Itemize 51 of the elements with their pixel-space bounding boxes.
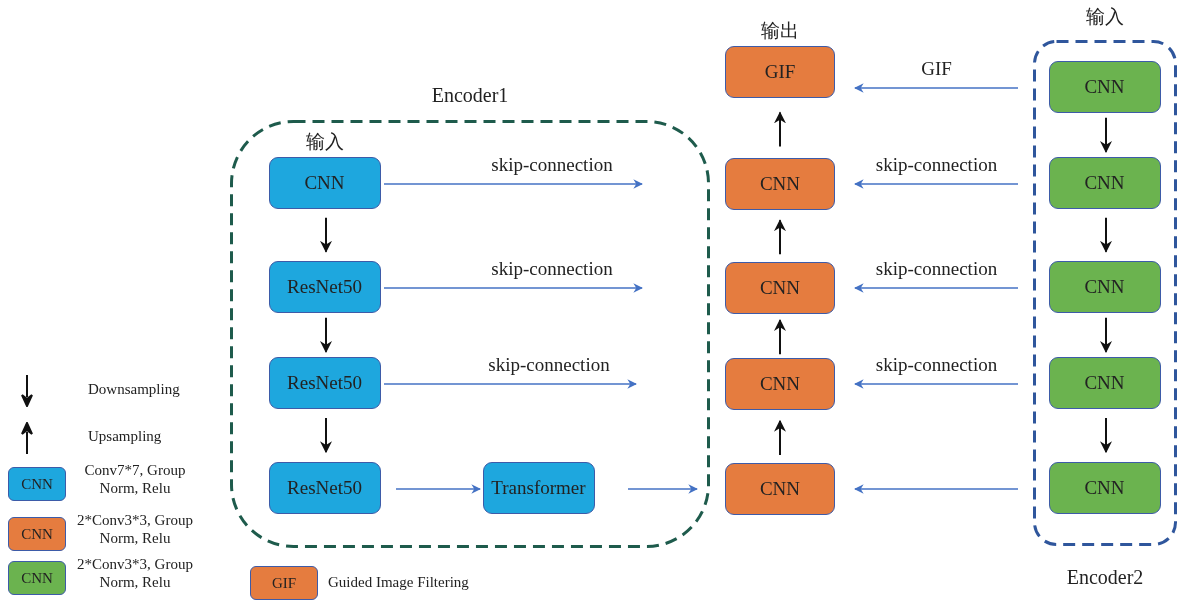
process-box: ResNet50 (268, 356, 381, 409)
io-label: 输入 (1085, 5, 1125, 29)
group-title: Encoder1 (430, 84, 510, 107)
process-box: Transformer (482, 461, 595, 514)
io-label: 输入 (304, 129, 345, 154)
process-box: CNN (1048, 156, 1161, 209)
process-box: CNN (725, 158, 835, 210)
legend-text: Upsampling (88, 428, 162, 445)
arrow (320, 216, 332, 253)
arrow (320, 316, 332, 354)
arrow (383, 379, 637, 389)
arrow (774, 111, 786, 148)
arrow (854, 379, 1019, 389)
arrow (320, 417, 332, 454)
process-box: ResNet50 (268, 461, 381, 514)
legend-swatch: GIF (250, 566, 318, 600)
legend-text: Downsampling (88, 381, 180, 398)
arrow (383, 179, 643, 189)
arrow (854, 83, 1019, 93)
legend-text: Conv7*7, Group Norm, Relu (83, 461, 187, 497)
arrow (627, 484, 698, 494)
arrow (774, 318, 786, 356)
legend-swatch: CNN (8, 517, 66, 551)
arrow (854, 283, 1019, 293)
legend-swatch: CNN (8, 561, 66, 595)
arrow (383, 283, 643, 293)
legend-swatch: CNN (8, 467, 66, 501)
process-box: CNN (1048, 356, 1161, 409)
arrow (395, 484, 481, 494)
arrow (774, 219, 786, 256)
legend-text: Guided Image Filtering (328, 574, 469, 591)
io-label: 输出 (760, 19, 800, 43)
process-box: GIF (725, 46, 835, 98)
process-box: ResNet50 (268, 260, 381, 313)
process-box: CNN (268, 156, 381, 209)
process-box: CNN (725, 463, 835, 515)
arrow (1100, 216, 1112, 253)
group-title: Encoder2 (1065, 566, 1145, 589)
process-box: CNN (1048, 60, 1161, 113)
arrow (1100, 116, 1112, 154)
legend-text: 2*Conv3*3, Group Norm, Relu (76, 555, 194, 591)
process-box: CNN (1048, 461, 1161, 514)
legend-text: 2*Conv3*3, Group Norm, Relu (76, 511, 194, 547)
arrow (1100, 316, 1112, 354)
process-box: CNN (725, 262, 835, 314)
process-box: CNN (725, 358, 835, 410)
arrow (774, 419, 786, 456)
arrow (854, 484, 1019, 494)
process-box: CNN (1048, 260, 1161, 313)
arrow (854, 179, 1019, 189)
arrow (1100, 417, 1112, 454)
